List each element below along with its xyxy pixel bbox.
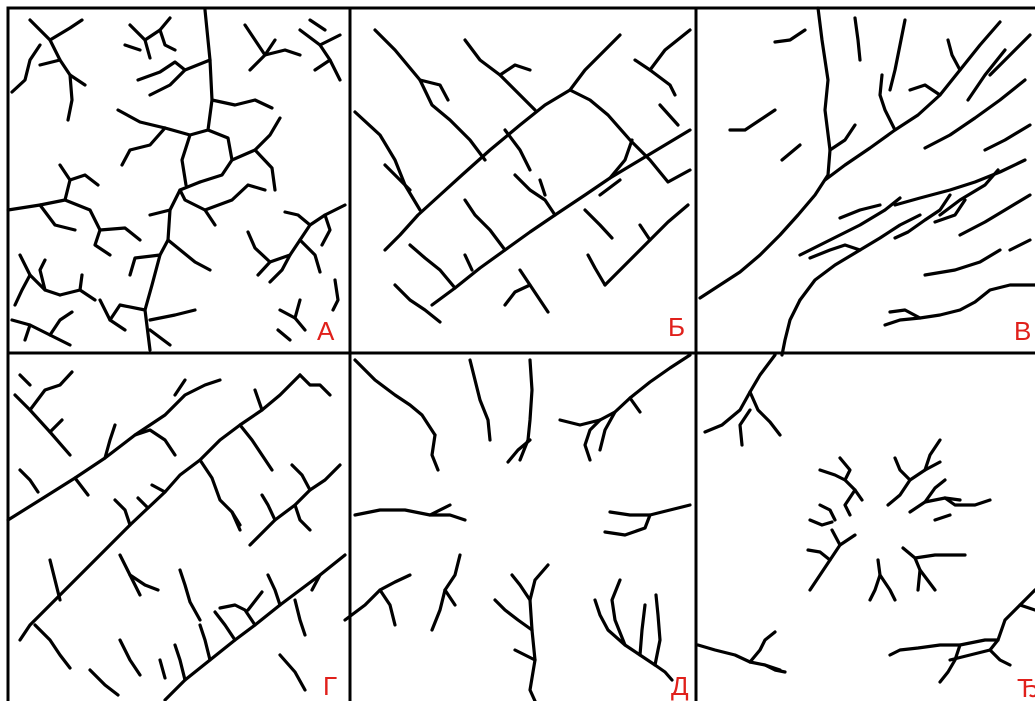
panel-label-a: А [317,316,335,346]
panel-d-radial-network [345,355,690,701]
panel-dj-centripetal-network [698,355,1035,682]
panel-g-trellis-network [8,372,345,700]
panel-a-dendritic-network [8,10,345,350]
panel-b-rectangular-network [355,30,690,322]
panel-labels: А Б В Г Д Ђ [317,312,1035,701]
panel-label-d: Д [671,671,689,701]
panel-label-dj: Ђ [1017,673,1035,701]
panel-label-v: В [1014,316,1031,346]
panel-grid [8,8,1035,701]
panel-v-parallel-network [700,8,1035,355]
panel-label-b: Б [668,312,685,342]
panel-label-g: Г [323,671,337,701]
